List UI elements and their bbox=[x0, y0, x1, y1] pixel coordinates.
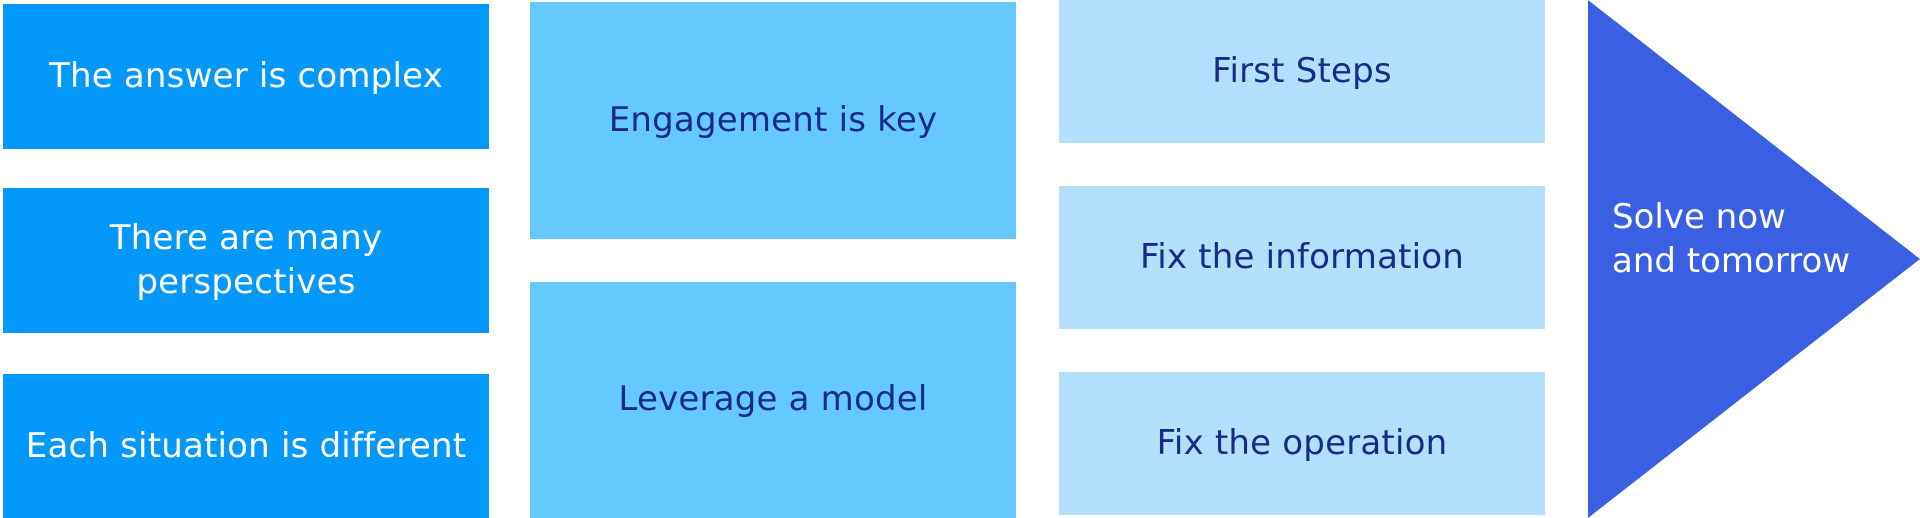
box-label: First Steps bbox=[1212, 50, 1392, 91]
box-label: Leverage a model bbox=[618, 379, 928, 420]
box-fix-operation: Fix the operation bbox=[1059, 372, 1545, 515]
box-first-steps: First Steps bbox=[1059, 0, 1545, 143]
box-answer-complex: The answer is complex bbox=[3, 4, 489, 149]
box-leverage-model: Leverage a model bbox=[530, 282, 1016, 518]
arrow-triangle-fill bbox=[1588, 0, 1920, 518]
box-label: Fix the operation bbox=[1156, 422, 1448, 463]
box-fix-information: Fix the information bbox=[1059, 186, 1545, 329]
box-engagement-key: Engagement is key bbox=[530, 2, 1016, 239]
box-label: Engagement is key bbox=[608, 99, 938, 140]
arrow-triangle-shape bbox=[1588, 0, 1920, 518]
box-situation-different: Each situation is different bbox=[3, 374, 489, 518]
box-label: There are many perspectives bbox=[109, 217, 383, 302]
box-label: Each situation is different bbox=[25, 425, 467, 466]
arrow-label: Solve now and tomorrow bbox=[1612, 197, 1851, 281]
box-label: The answer is complex bbox=[49, 55, 443, 96]
box-many-perspectives: There are many perspectives bbox=[3, 188, 489, 333]
box-label: Fix the information bbox=[1139, 236, 1465, 277]
